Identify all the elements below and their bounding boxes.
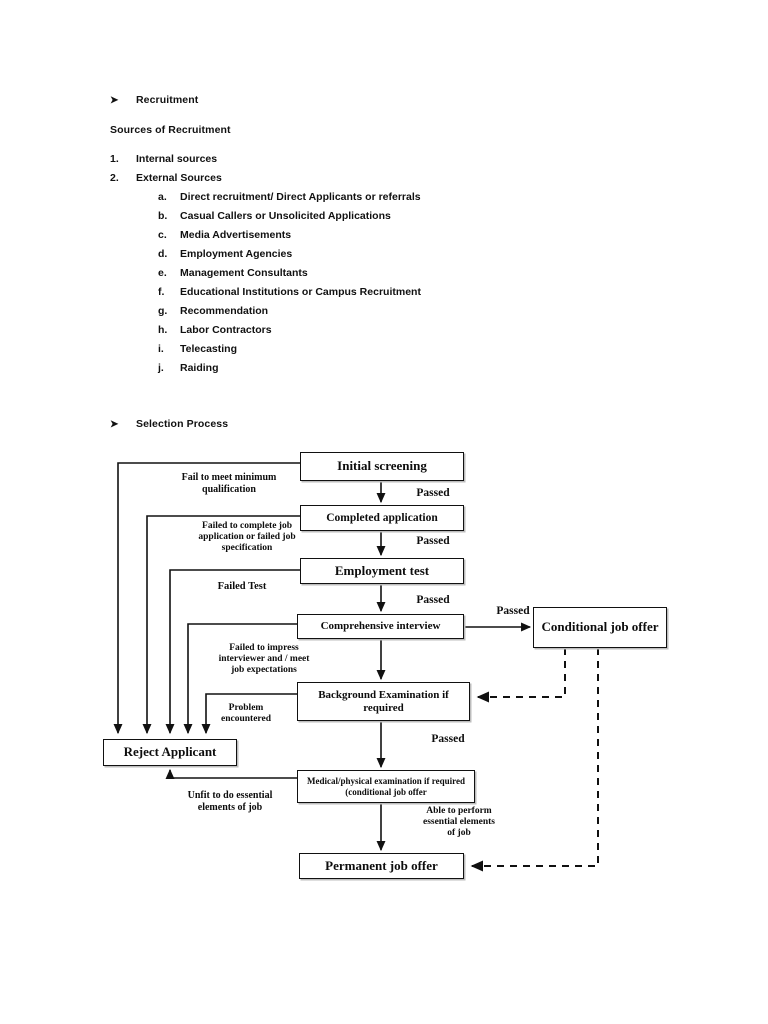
list-item-label: Recommendation [180, 305, 269, 317]
list-marker: d. [158, 248, 168, 260]
list-marker: 1. [110, 153, 119, 165]
list-marker: f. [158, 286, 165, 298]
list-item-external-sources: 2. External Sources [110, 172, 222, 184]
flow-edge-label-l-passed-3: Passed [416, 594, 450, 606]
list-marker: b. [158, 210, 168, 222]
list-item-f: f. Educational Institutions or Campus Re… [158, 286, 421, 298]
edge-medical-to-reject [165, 768, 297, 779]
flow-node-emptest: Employment test [300, 558, 464, 584]
list-item-d: d. Employment Agencies [158, 248, 292, 260]
list-item-label: Casual Callers or Unsolicited Applicatio… [180, 210, 391, 222]
flow-node-condoffer: Conditional job offer [533, 607, 667, 648]
list-item-label: External Sources [136, 172, 222, 184]
flow-node-background: Background Examination if required [297, 682, 470, 721]
list-item-label: Direct recruitment/ Direct Applicants or… [180, 191, 421, 203]
flow-edge-label-l-passed-5: Passed [431, 733, 465, 745]
flow-node-reject: Reject Applicant [103, 739, 237, 766]
list-item-b: b. Casual Callers or Unsolicited Applica… [158, 210, 391, 222]
list-marker: h. [158, 324, 168, 336]
heading-recruitment-label: Recruitment [136, 94, 199, 106]
edge-conditional-to-background-dashed [476, 648, 566, 703]
flow-edge-label-l-passed-1: Passed [416, 487, 450, 499]
list-marker: 2. [110, 172, 119, 184]
flow-edge-label-l-passed-2: Passed [416, 535, 450, 547]
list-item-label: Raiding [180, 362, 219, 374]
edge-initial-to-reject [113, 462, 300, 735]
list-item-a: a. Direct recruitment/ Direct Applicants… [158, 191, 421, 203]
arrow-bullet-icon: ➤ [110, 419, 119, 430]
list-marker: c. [158, 229, 167, 241]
flow-edge-label-l-unfit: Unfit to do essential elements of job [187, 790, 273, 813]
list-marker: a. [158, 191, 167, 203]
list-item-label: Labor Contractors [180, 324, 272, 336]
list-item-h: h. Labor Contractors [158, 324, 272, 336]
flow-edge-label-l-able: Able to perform essential elements of jo… [422, 806, 496, 838]
list-item-label: Telecasting [180, 343, 237, 355]
flow-edge-label-l-problem: Problem encountered [221, 703, 271, 724]
list-item-label: Internal sources [136, 153, 218, 165]
heading-selection-process-label: Selection Process [136, 418, 229, 430]
arrow-bullet-icon: ➤ [110, 95, 119, 106]
list-item-label: Educational Institutions or Campus Recru… [180, 286, 421, 298]
list-item-g: g. Recommendation [158, 305, 268, 317]
heading-recruitment: ➤ Recruitment [110, 94, 198, 106]
list-item-label: Media Advertisements [180, 229, 292, 241]
flow-edge-label-l-fail-app: Failed to complete job application or fa… [198, 521, 296, 553]
flow-node-interview: Comprehensive interview [297, 614, 464, 639]
list-item-j: j. Raiding [158, 362, 219, 374]
flow-node-medical: Medical/physical examination if required… [297, 770, 475, 803]
list-marker: g. [158, 305, 168, 317]
flow-edge-label-l-fail-impress: Failed to impress interviewer and / meet… [218, 643, 310, 675]
flow-edge-label-l-fail-min: Fail to meet minimum qualification [181, 472, 277, 495]
list-item-e: e. Management Consultants [158, 267, 308, 279]
flow-edge-label-l-failed-test: Failed Test [217, 581, 267, 592]
list-item-label: Management Consultants [180, 267, 308, 279]
list-item-i: i. Telecasting [158, 343, 237, 355]
list-marker: e. [158, 267, 167, 279]
list-item-c: c. Media Advertisements [158, 229, 291, 241]
subheading-sources: Sources of Recruitment [110, 124, 231, 136]
flow-node-initial: Initial screening [300, 452, 464, 481]
list-marker: j. [158, 362, 164, 374]
list-marker: i. [158, 343, 164, 355]
flow-node-completed: Completed application [300, 505, 464, 531]
flow-edge-label-l-passed-4: Passed [496, 605, 530, 617]
flow-node-permanent: Permanent job offer [299, 853, 464, 879]
heading-selection-process: ➤ Selection Process [110, 418, 228, 430]
list-item-label: Employment Agencies [180, 248, 293, 260]
list-item-internal-sources: 1. Internal sources [110, 153, 217, 165]
